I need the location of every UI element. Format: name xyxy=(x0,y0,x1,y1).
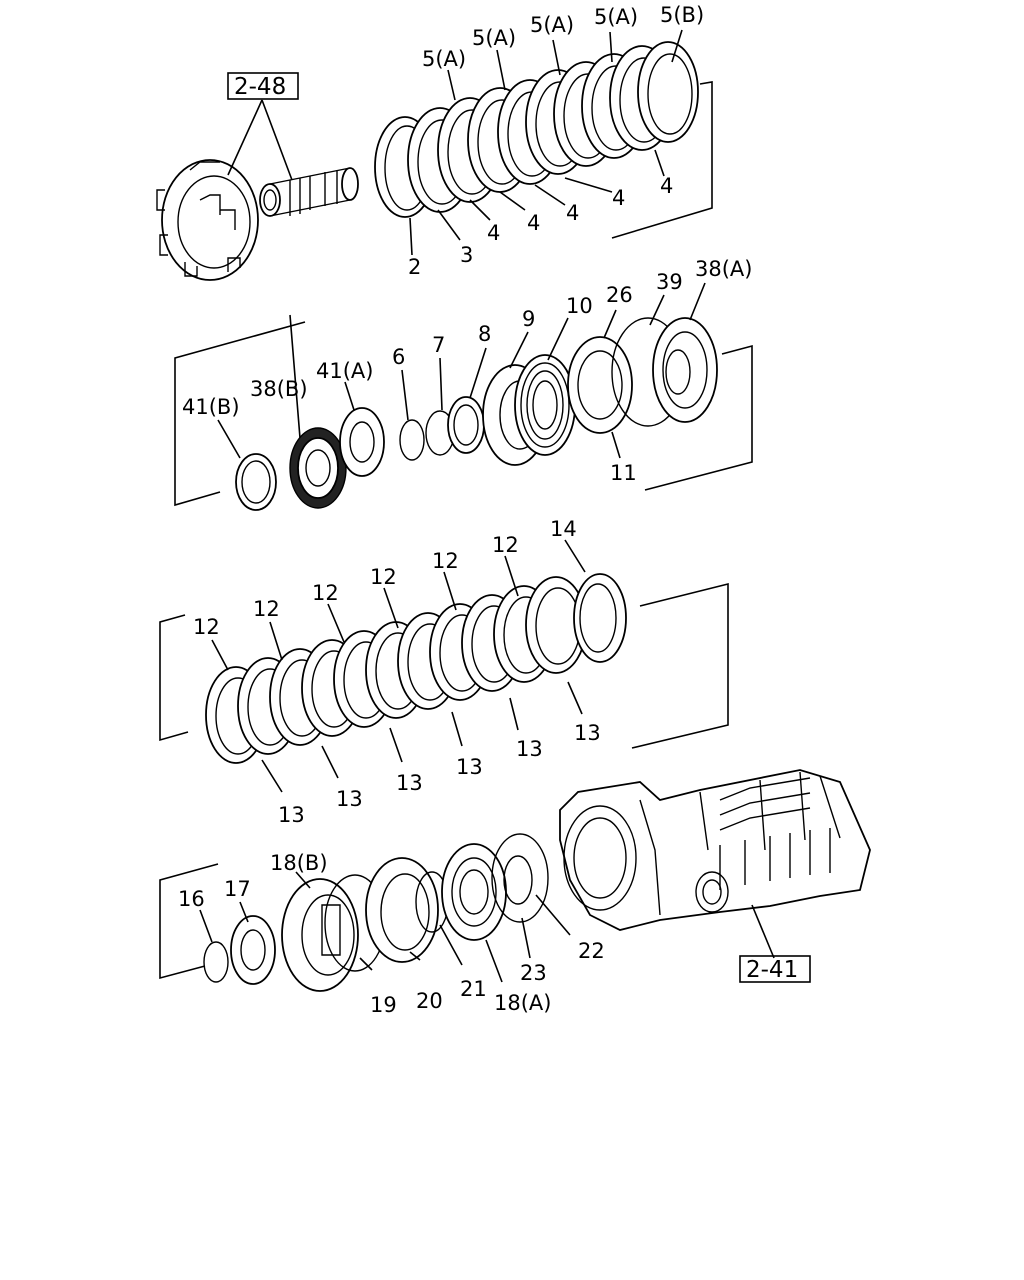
label-13: 13 xyxy=(456,755,483,779)
label-16: 16 xyxy=(178,887,205,911)
label-13: 13 xyxy=(574,721,601,745)
label-5a: 5(A) xyxy=(472,26,516,50)
housing-10-part xyxy=(514,354,576,456)
label-5b: 5(B) xyxy=(660,3,704,27)
label-8: 8 xyxy=(478,322,491,346)
label-4: 4 xyxy=(612,186,625,210)
label-3: 3 xyxy=(460,243,473,267)
label-41a: 41(A) xyxy=(316,359,373,383)
snap-ring-6-part xyxy=(399,419,425,461)
label-4: 4 xyxy=(487,221,500,245)
gear-38b-part xyxy=(289,427,347,509)
bearing-8-part xyxy=(447,396,485,454)
reference-box-2-48[interactable] xyxy=(227,72,299,100)
label-17: 17 xyxy=(224,877,251,901)
label-20: 20 xyxy=(416,989,443,1013)
label-10: 10 xyxy=(566,294,593,318)
label-4: 4 xyxy=(566,201,579,225)
piston-18a-part xyxy=(441,843,507,941)
transmission-case-part: 2-41 xyxy=(559,769,871,983)
group-1-clutch-pack: 2-48 2 xyxy=(156,3,713,281)
label-2: 2 xyxy=(408,255,421,279)
piston-18b-part xyxy=(281,878,359,992)
piston-20-part xyxy=(365,857,439,963)
label-23: 23 xyxy=(520,961,547,985)
clutch-disc-stack xyxy=(205,573,627,764)
label-4: 4 xyxy=(660,174,673,198)
label-41b: 41(B) xyxy=(182,395,240,419)
label-7: 7 xyxy=(432,333,445,357)
label-6: 6 xyxy=(392,345,405,369)
reference-label-2-41[interactable]: 2-41 xyxy=(746,957,798,983)
group-4-piston-assembly: 16 17 18(B) 19 20 21 18(A) 23 22 xyxy=(159,833,605,1017)
group-3-clutch-pack: 12 12 12 12 12 12 14 13 13 13 13 13 13 xyxy=(159,517,729,827)
label-18a: 18(A) xyxy=(494,991,551,1015)
ring-22-part xyxy=(491,833,549,923)
group-2-gear-piston: 41(B) 38(B) 41(A) 6 7 8 9 10 26 39 38(A)… xyxy=(174,257,753,511)
snap-ring-16-part xyxy=(203,941,229,983)
label-13: 13 xyxy=(396,771,423,795)
label-12: 12 xyxy=(253,597,280,621)
label-38a: 38(A) xyxy=(695,257,752,281)
spring-retainer-17-part xyxy=(230,915,276,985)
label-19: 19 xyxy=(370,993,397,1017)
label-5a: 5(A) xyxy=(530,13,574,37)
reference-box-2-41[interactable] xyxy=(739,955,811,983)
reference-label-2-48[interactable]: 2-48 xyxy=(234,74,286,100)
label-12: 12 xyxy=(492,533,519,557)
label-12: 12 xyxy=(312,581,339,605)
label-38b: 38(B) xyxy=(250,377,308,401)
label-13: 13 xyxy=(336,787,363,811)
label-13: 13 xyxy=(278,803,305,827)
label-12: 12 xyxy=(432,549,459,573)
ring-23-part xyxy=(503,855,533,905)
label-12: 12 xyxy=(193,615,220,639)
thrust-washer-41a-part xyxy=(339,407,385,477)
label-9: 9 xyxy=(522,307,535,331)
label-4: 4 xyxy=(527,211,540,235)
label-18b: 18(B) xyxy=(270,851,328,875)
label-5a: 5(A) xyxy=(594,5,638,29)
label-22: 22 xyxy=(578,939,605,963)
pressure-plate-14-part xyxy=(573,573,627,663)
label-11: 11 xyxy=(610,461,637,485)
label-39: 39 xyxy=(656,270,683,294)
clutch-plate-stack xyxy=(437,41,699,203)
input-shaft-part xyxy=(259,167,359,217)
label-5a: 5(A) xyxy=(422,47,466,71)
clutch-drum-part xyxy=(156,159,259,281)
label-12: 12 xyxy=(370,565,397,589)
gear-38a-part xyxy=(652,317,718,423)
label-13: 13 xyxy=(516,737,543,761)
label-26: 26 xyxy=(606,283,633,307)
label-14: 14 xyxy=(550,517,577,541)
label-21: 21 xyxy=(460,977,487,1001)
